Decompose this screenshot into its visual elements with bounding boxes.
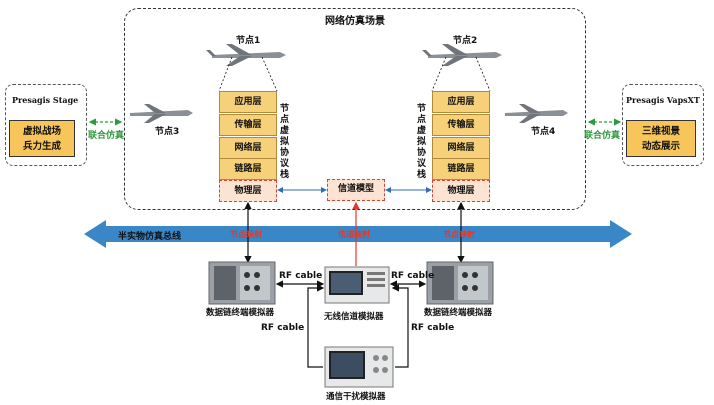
left-stack-side-label: 节点虚拟协议栈 (279, 104, 289, 180)
3d-view-line1: 三维视景 (641, 126, 680, 137)
right-terminal-device (426, 261, 494, 305)
node1-label: 节点1 (236, 36, 261, 46)
joint-sim-right-label: 联合仿真 (584, 131, 621, 141)
interference-sim-label: 通信干扰模拟器 (326, 392, 386, 402)
right-terminal-label: 数据链终端模拟器 (424, 308, 493, 318)
channel-model-box: 信道模型 (327, 179, 385, 201)
node-map-left-label: 节点映射 (230, 230, 262, 239)
node-map-right-label: 节点映射 (443, 230, 475, 239)
left-terminal-label: 数据链终端模拟器 (206, 308, 275, 318)
left-link-layer: 链路层 (219, 158, 277, 180)
rf-right-interference-link (391, 284, 409, 368)
semi-physical-bus (84, 220, 632, 248)
uav-node3-icon (130, 104, 193, 123)
uav-node2-icon (422, 44, 502, 66)
uav-node4-icon (505, 104, 568, 123)
rf-cable-label-b: RF cable (391, 271, 435, 281)
right-link-layer: 链路层 (432, 158, 490, 180)
bus-label: 半实物仿真总线 (118, 232, 182, 242)
node4-label: 节点4 (531, 127, 556, 137)
uav-node1-icon (206, 44, 286, 66)
left-terminal-device (208, 261, 276, 305)
rf-cable-label-a: RF cable (279, 271, 323, 281)
node3-label: 节点3 (155, 127, 180, 137)
rf-cable-label-d: RF cable (411, 323, 455, 333)
channel-map-label: 信道映射 (338, 230, 370, 239)
joint-sim-left-label: 联合仿真 (88, 131, 125, 141)
rf-left-interference-link (307, 284, 325, 368)
node1-beam (218, 56, 278, 92)
virtual-battlefield-line2: 兵力生成 (22, 141, 61, 152)
right-stack-side-label: 节点虚拟协议栈 (416, 104, 426, 180)
node2-label: 节点2 (453, 36, 478, 46)
right-physical-layer: 物理层 (432, 180, 490, 202)
right-transport-layer: 传输层 (432, 114, 490, 136)
node2-beam (431, 56, 491, 92)
left-transport-layer: 传输层 (219, 114, 277, 136)
left-physical-layer: 物理层 (219, 180, 277, 202)
right-app-layer: 应用层 (432, 91, 490, 113)
channel-sim-label: 无线信道模拟器 (324, 312, 384, 322)
channel-simulator-device (324, 266, 390, 304)
presagis-vapsxt-title: Presagis VapsXT (626, 95, 700, 105)
scene-title: 网络仿真场景 (325, 16, 385, 27)
interference-simulator-device (324, 346, 394, 388)
rf-cable-label-c: RF cable (261, 323, 305, 333)
virtual-battlefield-line1: 虚拟战场 (22, 126, 61, 137)
presagis-stage-title: Presagis Stage (12, 95, 79, 105)
left-app-layer: 应用层 (219, 91, 277, 113)
network-sim-scene (124, 8, 586, 210)
3d-view-block: 三维视景 动态展示 (626, 120, 696, 157)
3d-view-line2: 动态展示 (641, 141, 680, 152)
virtual-battlefield-block: 虚拟战场 兵力生成 (9, 120, 75, 157)
